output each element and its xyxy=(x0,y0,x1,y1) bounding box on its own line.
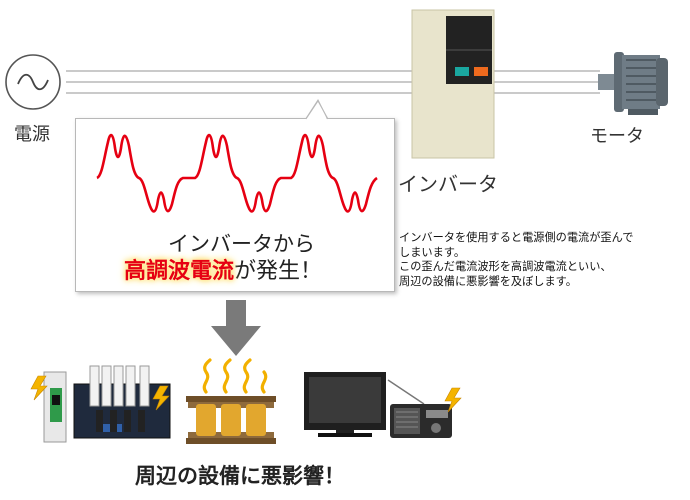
radio-icon xyxy=(387,379,452,438)
heat-icon xyxy=(202,358,268,394)
description-line: 周辺の設備に悪影響を及ぼします。 xyxy=(399,274,577,288)
lightning-icon xyxy=(444,387,462,413)
ac-source-icon xyxy=(5,54,61,110)
power-lines xyxy=(66,70,600,94)
inverter-icon xyxy=(411,9,495,159)
harmonic-waveform xyxy=(96,133,378,213)
switchboard-icon xyxy=(43,365,171,443)
caption: 周辺の設備に悪影響！ xyxy=(135,464,345,488)
bubble-text-line2: 高調波電流が発生！ xyxy=(124,253,322,285)
power-source-label: 電源 xyxy=(14,124,50,145)
inverter-label: インバータ xyxy=(398,172,498,196)
transformer-icon xyxy=(186,396,276,444)
bubble-text-occurs: が発生！ xyxy=(234,259,323,284)
description-line: しまいます。 xyxy=(399,245,466,259)
highlight-harmonic-current: 高調波電流 xyxy=(124,259,235,284)
description-text: インバータを使用すると電源側の電流が歪んで しまいます。 この歪んだ電流波形を高… xyxy=(399,231,689,289)
down-arrow-icon xyxy=(211,300,261,356)
description-line: インバータを使用すると電源側の電流が歪んで xyxy=(399,231,634,244)
description-line: この歪んだ電流波形を高調波電流といい、 xyxy=(399,260,612,273)
motor-icon xyxy=(598,52,668,115)
tv-icon xyxy=(304,372,386,437)
bubble-text-line1: インバータから xyxy=(168,232,315,256)
motor-label: モータ xyxy=(590,126,644,147)
lightning-icon xyxy=(30,375,170,411)
